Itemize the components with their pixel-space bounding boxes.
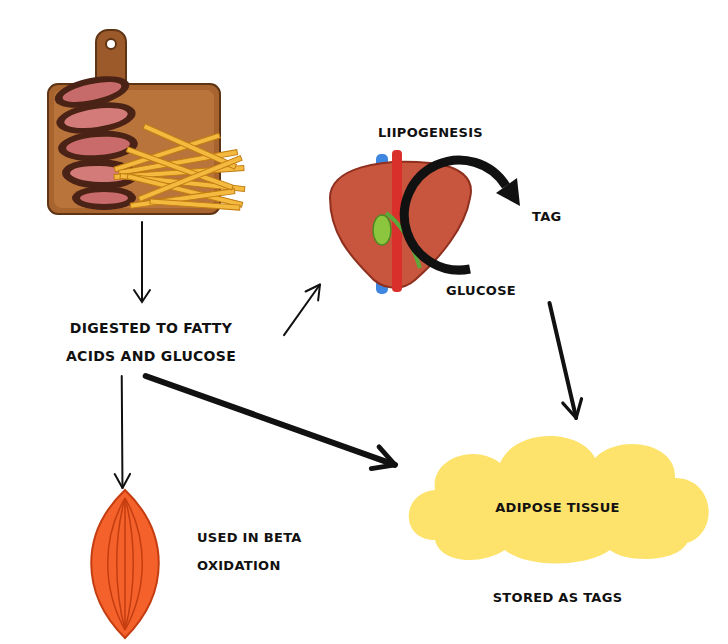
fries xyxy=(114,124,245,210)
node-label: LIIPOGENESIS xyxy=(378,124,483,141)
flow-arrow xyxy=(146,376,395,469)
adipose-cloud xyxy=(395,418,720,613)
node-label: STORED AS TAGS xyxy=(395,589,720,606)
cloud-shape xyxy=(409,436,709,563)
muscle-node: USED IN BETA OXIDATION xyxy=(80,488,339,640)
muscle-fibres xyxy=(108,498,143,630)
process-text: DIGESTED TO FATTY ACIDS AND GLUCOSE xyxy=(18,308,284,376)
flow-arrow xyxy=(284,285,320,336)
node-label: GLUCOSE xyxy=(446,282,516,299)
steak-slices xyxy=(52,70,139,210)
cycle-arrow xyxy=(404,160,506,270)
node-label: DIGESTED TO FATTY ACIDS AND GLUCOSE xyxy=(18,308,284,376)
gallbladder xyxy=(373,215,391,245)
adipose-node: ADIPOSE TISSUE STORED AS TAGS xyxy=(395,418,722,613)
node-label: USED IN BETA OXIDATION xyxy=(197,524,337,580)
food-arrow xyxy=(134,222,150,302)
node-label: TAG xyxy=(532,208,562,225)
cycle-arrowhead xyxy=(496,178,520,206)
liver-node: LIIPOGENESIS TAG GLUCOSE xyxy=(320,118,570,303)
flow-arrow xyxy=(115,376,130,488)
muscle xyxy=(91,490,159,638)
flow-arrow xyxy=(550,303,582,418)
node-label: ADIPOSE TISSUE xyxy=(395,499,720,516)
